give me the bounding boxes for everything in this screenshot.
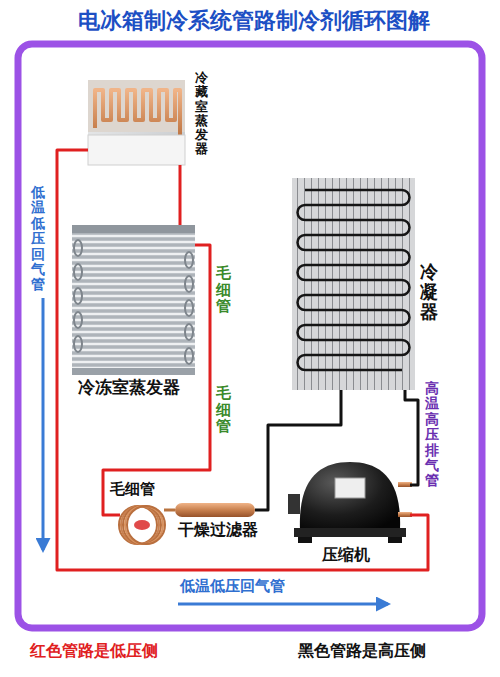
diagram-title: 电冰箱制冷系统管路制冷剂循环图解: [4, 8, 500, 33]
component-label: 压缩机: [322, 546, 370, 564]
capillary-coil-picture-part: [134, 520, 150, 530]
capillary-coil-picture: [119, 506, 165, 544]
component-label: 冷藏室蒸发器: [195, 71, 208, 157]
fridge-evaporator-picture: [88, 80, 185, 165]
component-label: 冷冻室蒸发器: [78, 378, 180, 398]
freezer-evaporator-picture-part: [74, 240, 82, 256]
pipe-label: 毛细管: [216, 265, 231, 315]
condenser-picture-part: [298, 190, 410, 370]
compressor-picture-part: [298, 537, 312, 543]
freezer-evaporator-picture-part: [185, 300, 193, 316]
freezer-evaporator-picture-part: [74, 312, 82, 328]
capillary-coil-picture-part: [127, 506, 165, 544]
pipe-label: 高温高压排气管: [425, 381, 439, 489]
freezer-evaporator-picture-part: [74, 264, 82, 280]
pipe-label: 低温低压回气管: [180, 578, 285, 595]
condenser-picture-part: [292, 178, 415, 390]
condenser: 冷凝器: [292, 178, 415, 390]
frame: [18, 44, 482, 628]
drier-filter-picture: [175, 503, 255, 517]
compressor-picture-part: [300, 462, 400, 530]
freezer-evaporator-picture-part: [185, 276, 193, 292]
capillary-coil-picture-part: [123, 506, 161, 544]
flow-arrows-part: [42, 298, 45, 550]
freezer-evaporator-picture-part: [185, 348, 193, 364]
compressor-picture-part: [398, 482, 412, 487]
compressor-picture-part: [294, 528, 406, 537]
freezer-evaporator: 冷冻室蒸发器: [72, 225, 195, 375]
refrigerant-pipe: [164, 509, 175, 512]
drier-filter-picture-part: [175, 503, 255, 517]
refrigerant-pipe: [405, 390, 418, 485]
capillary-coil-picture-part: [125, 506, 163, 544]
freezer-evaporator-picture-part: [72, 225, 195, 233]
freezer-evaporator-picture-part: [185, 324, 193, 340]
freezer-evaporator-picture-part: [72, 225, 195, 375]
fridge-evaporator-picture-part: [88, 135, 185, 165]
capillary-coil: 毛细管: [120, 503, 164, 547]
pipe-name: 低温低压回气管: [31, 185, 45, 293]
compressor-picture-part: [388, 537, 402, 543]
legend-note: 红色管路是低压侧: [30, 642, 158, 660]
refrigerant-pipe: [179, 165, 182, 225]
component-label: 冷凝器: [420, 262, 438, 321]
component-label: 干燥过滤器: [178, 521, 258, 539]
fridge-evaporator-picture-part: [88, 80, 185, 165]
flow-arrows-part: [178, 603, 388, 606]
compressor-picture-part: [398, 512, 412, 517]
frame-part: [18, 44, 482, 628]
refrigerant-pipe: [57, 150, 428, 570]
compressor-picture-part: [288, 494, 300, 514]
freezer-evaporator-picture: [72, 225, 195, 375]
flow-arrows: [43, 298, 388, 604]
freezer-evaporator-picture-part: [185, 252, 193, 268]
compressor-picture-part: [335, 478, 365, 498]
component-label: 毛细管: [110, 481, 155, 498]
freezer-evaporator-picture-part: [74, 288, 82, 304]
compressor: 压缩机: [290, 455, 410, 545]
fridge-evaporator: 冷藏室蒸发器: [88, 80, 185, 165]
freezer-evaporator-picture-part: [72, 368, 195, 375]
drier-filter: 干燥过滤器: [175, 502, 255, 518]
legend-note: 黑色管路是高压侧: [298, 642, 426, 660]
refrigerant-pipe: [255, 390, 341, 510]
pipe-name: 毛细管: [216, 385, 231, 435]
compressor-picture: [288, 462, 412, 543]
freezer-evaporator-picture-part: [74, 336, 82, 352]
condenser-picture: [292, 178, 415, 390]
